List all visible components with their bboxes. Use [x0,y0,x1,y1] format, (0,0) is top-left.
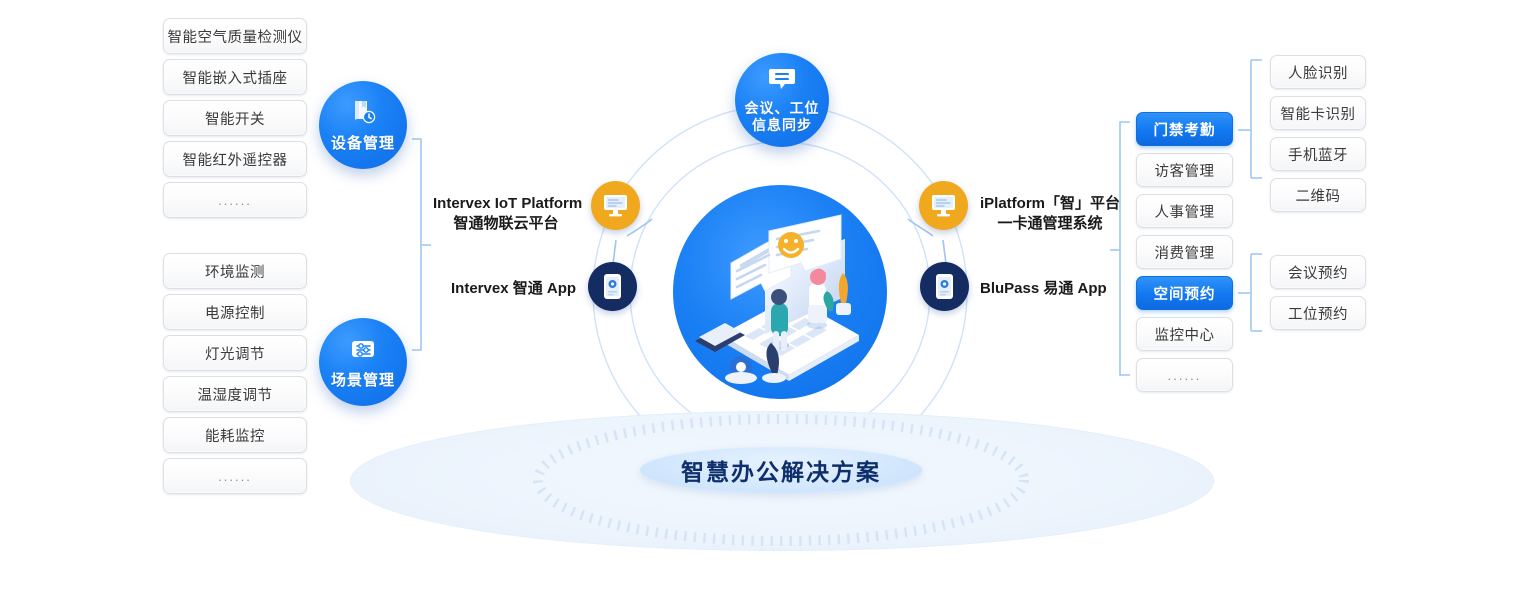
badge-label: 场景管理 [330,372,395,390]
office-collaboration-illustration [695,214,859,384]
booking-type-item[interactable]: 会议预约 [1270,255,1366,289]
access-method-label: 手机蓝牙 [1288,147,1348,164]
list-item-label: 智能开关 [205,111,265,128]
module-label: ...... [1167,367,1202,383]
module-item-space-booking[interactable]: 空间预约 [1136,276,1233,310]
module-label: 监控中心 [1154,327,1215,344]
book-clock-icon [348,97,378,132]
module-item-monitoring[interactable]: 监控中心 [1136,317,1233,351]
module-item-access-attendance[interactable]: 门禁考勤 [1136,112,1233,146]
list-item-label: 电源控制 [205,305,265,322]
list-item[interactable]: 灯光调节 [163,335,307,371]
label-intervex-iot-platform: Intervex IoT Platform 智通物联云平台 [433,194,583,235]
badge-blupass-app[interactable] [920,262,969,311]
list-item[interactable]: 智能红外遥控器 [163,141,307,177]
phone-icon [604,274,621,299]
list-item[interactable]: 电源控制 [163,294,307,330]
list-item[interactable]: 环境监测 [163,253,307,289]
badge-intervex-iot-platform[interactable] [591,181,640,230]
platform-name-cn: 智通物联云平台 [453,215,559,233]
module-label: 门禁考勤 [1153,122,1216,139]
module-label: 人事管理 [1154,204,1215,221]
booking-type-label: 会议预约 [1288,265,1348,282]
phone-icon [936,274,953,299]
module-label: 空间预约 [1153,286,1216,303]
list-item-label: 智能红外遥控器 [182,152,288,169]
access-method-label: 智能卡识别 [1280,106,1356,123]
badge-intervex-app[interactable] [588,262,637,311]
list-item[interactable]: ...... [163,182,307,218]
badge-scene-management[interactable]: 场景管理 [319,318,407,406]
module-item-visitor[interactable]: 访客管理 [1136,153,1233,187]
access-method-label: 人脸识别 [1288,65,1348,82]
access-method-item[interactable]: 智能卡识别 [1270,96,1366,130]
list-item-label: ...... [218,192,252,208]
list-item[interactable]: 能耗监控 [163,417,307,453]
list-item-label: 能耗监控 [205,428,265,445]
access-method-label: 二维码 [1295,188,1341,205]
platform-name-en: Intervex IoT Platform [433,195,583,212]
chat-bubble-icon [767,66,797,97]
label-iplatform: iPlatform「智」平台 一卡通管理系统 [980,194,1120,235]
list-item[interactable]: 智能嵌入式插座 [163,59,307,95]
module-item-consumption[interactable]: 消费管理 [1136,235,1233,269]
label-blupass-app: BluPass 易通 App [980,279,1107,299]
list-item-label: ...... [218,468,252,484]
list-item-label: 灯光调节 [205,346,265,363]
list-item-label: 环境监测 [205,264,265,281]
badge-meeting-sync[interactable]: 会议、工位 信息同步 [735,53,829,147]
solution-title-pill: 智慧办公解决方案 [640,447,922,493]
list-item[interactable]: 智能开关 [163,100,307,136]
settings-list-icon [348,334,378,369]
module-item-more[interactable]: ...... [1136,358,1233,392]
list-item[interactable]: 温湿度调节 [163,376,307,412]
access-method-item[interactable]: 二维码 [1270,178,1366,212]
app-name: BluPass 易通 App [980,280,1107,297]
booking-type-label: 工位预约 [1288,306,1348,323]
booking-type-item[interactable]: 工位预约 [1270,296,1366,330]
access-method-item[interactable]: 人脸识别 [1270,55,1366,89]
monitor-icon [604,195,627,217]
list-item-label: 智能嵌入式插座 [182,70,288,87]
module-item-hr[interactable]: 人事管理 [1136,194,1233,228]
platform-name-cn: 一卡通管理系统 [997,215,1103,233]
list-item[interactable]: 智能空气质量检测仪 [163,18,307,54]
list-item-label: 温湿度调节 [197,387,273,404]
module-label: 访客管理 [1154,163,1215,180]
badge-label-line1: 会议、工位 [744,99,820,116]
badge-device-management[interactable]: 设备管理 [319,81,407,169]
app-name: Intervex 智通 App [451,280,577,297]
badge-label: 设备管理 [330,135,395,153]
platform-name-en: iPlatform「智」平台 [980,195,1121,212]
badge-iplatform[interactable] [919,181,968,230]
center-illustration [673,185,887,399]
page-title: 智慧办公解决方案 [681,459,881,485]
list-item[interactable]: ...... [163,458,307,494]
list-item-label: 智能空气质量检测仪 [167,29,303,46]
module-label: 消费管理 [1154,245,1215,262]
label-intervex-app: Intervex 智通 App [451,279,576,299]
monitor-icon [932,195,955,217]
access-method-item[interactable]: 手机蓝牙 [1270,137,1366,171]
badge-label-line2: 信息同步 [752,117,812,133]
